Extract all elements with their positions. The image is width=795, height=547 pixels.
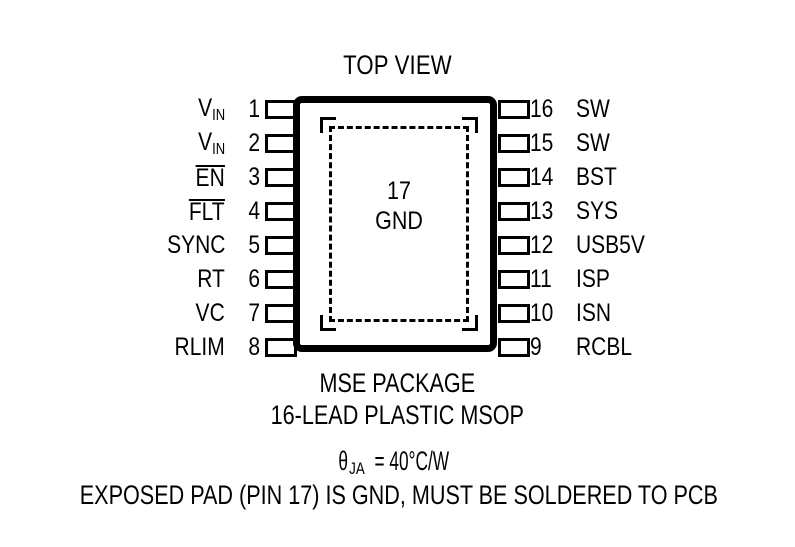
pin-label-15: SW	[576, 129, 610, 157]
pad-corner-top-right	[462, 117, 478, 133]
pin-row-7: VC 7	[120, 299, 260, 327]
caption-thermal-resistance: θJA = 40°C/W	[0, 446, 795, 479]
pin-row-1: VIN 1	[120, 95, 260, 124]
exposed-pad-text: 17 GND	[339, 176, 459, 236]
pin-lead-11	[498, 270, 530, 289]
pin-number-14: 14	[530, 163, 554, 191]
pin-label-5: SYNC	[166, 231, 225, 259]
pin-lead-9	[498, 338, 530, 357]
pin-label-16: SW	[576, 95, 610, 123]
pin-lead-15	[498, 134, 530, 153]
theta-subscript: JA	[349, 459, 365, 479]
pin-label-3: EN	[195, 163, 225, 192]
pin-number-12: 12	[530, 231, 554, 259]
chip-body	[293, 96, 497, 352]
exposed-pad-label: GND	[375, 207, 423, 235]
pin-row-15: 15 SW	[530, 129, 740, 157]
pad-corner-bottom-left	[320, 315, 336, 331]
pin-number-3: 3	[248, 163, 260, 191]
pin-number-5: 5	[248, 231, 260, 259]
pin-lead-12	[498, 236, 530, 255]
pin-lead-16	[498, 100, 530, 119]
pin-lead-14	[498, 168, 530, 187]
pin-number-7: 7	[248, 299, 260, 327]
pin-number-10: 10	[530, 299, 554, 327]
pin-number-15: 15	[530, 129, 554, 157]
theta-symbol: θ	[338, 446, 348, 476]
pin-label-12: USB5V	[576, 231, 645, 259]
pin-row-4: FLT 4	[120, 197, 260, 225]
pin-number-16: 16	[530, 95, 554, 123]
pin-number-2: 2	[248, 129, 260, 157]
pin-row-11: 11 ISP	[530, 265, 740, 293]
pin-lead-13	[498, 202, 530, 221]
pin-label-11: ISP	[576, 265, 610, 293]
pin-label-7: VC	[195, 299, 225, 327]
caption-package-name: MSE PACKAGE	[319, 368, 476, 398]
pin-label-4: FLT	[189, 197, 225, 226]
theta-value: = 40°C/W	[374, 446, 449, 476]
pin-label-9: RCBL	[576, 333, 633, 361]
pad-corner-top-left	[320, 117, 336, 133]
pin-number-13: 13	[530, 197, 554, 225]
pad-corner-bottom-right	[462, 315, 478, 331]
pin-row-14: 14 BST	[530, 163, 740, 191]
pin-label-2: VIN	[197, 127, 225, 158]
pin-row-6: RT 6	[120, 265, 260, 293]
exposed-pad-outline	[320, 117, 478, 331]
pin-lead-10	[498, 304, 530, 323]
diagram-title: TOP VIEW	[343, 50, 452, 80]
exposed-pad-number: 17	[387, 177, 411, 205]
pin-row-13: 13 SYS	[530, 197, 740, 225]
pin-label-13: SYS	[576, 197, 619, 225]
pin-row-2: VIN 2	[120, 129, 260, 158]
pin-label-6: RT	[197, 265, 225, 293]
pin-number-4: 4	[248, 197, 260, 225]
pin-number-9: 9	[530, 333, 542, 361]
pin-row-12: 12 USB5V	[530, 231, 740, 259]
pin-row-8: RLIM 8	[120, 333, 260, 361]
pin-number-1: 1	[248, 95, 260, 123]
pin-row-5: SYNC 5	[120, 231, 260, 259]
pin-row-10: 10 ISN	[530, 299, 740, 327]
pin-row-16: 16 SW	[530, 95, 740, 123]
pin-label-14: BST	[576, 163, 617, 191]
pin-label-1: VIN	[197, 93, 225, 124]
exposed-pad-dashed-border	[329, 126, 469, 322]
caption-exposed-pad-note: EXPOSED PAD (PIN 17) IS GND, MUST BE SOL…	[79, 480, 718, 510]
pin-label-8: RLIM	[174, 333, 225, 361]
pin-number-8: 8	[248, 333, 260, 361]
pin-label-10: ISN	[576, 299, 612, 327]
pin-row-3: EN 3	[120, 163, 260, 191]
caption-package-type: 16-LEAD PLASTIC MSOP	[270, 400, 525, 430]
pin-number-11: 11	[530, 265, 552, 293]
pin-number-6: 6	[248, 265, 260, 293]
pin-row-9: 9 RCBL	[530, 333, 740, 361]
